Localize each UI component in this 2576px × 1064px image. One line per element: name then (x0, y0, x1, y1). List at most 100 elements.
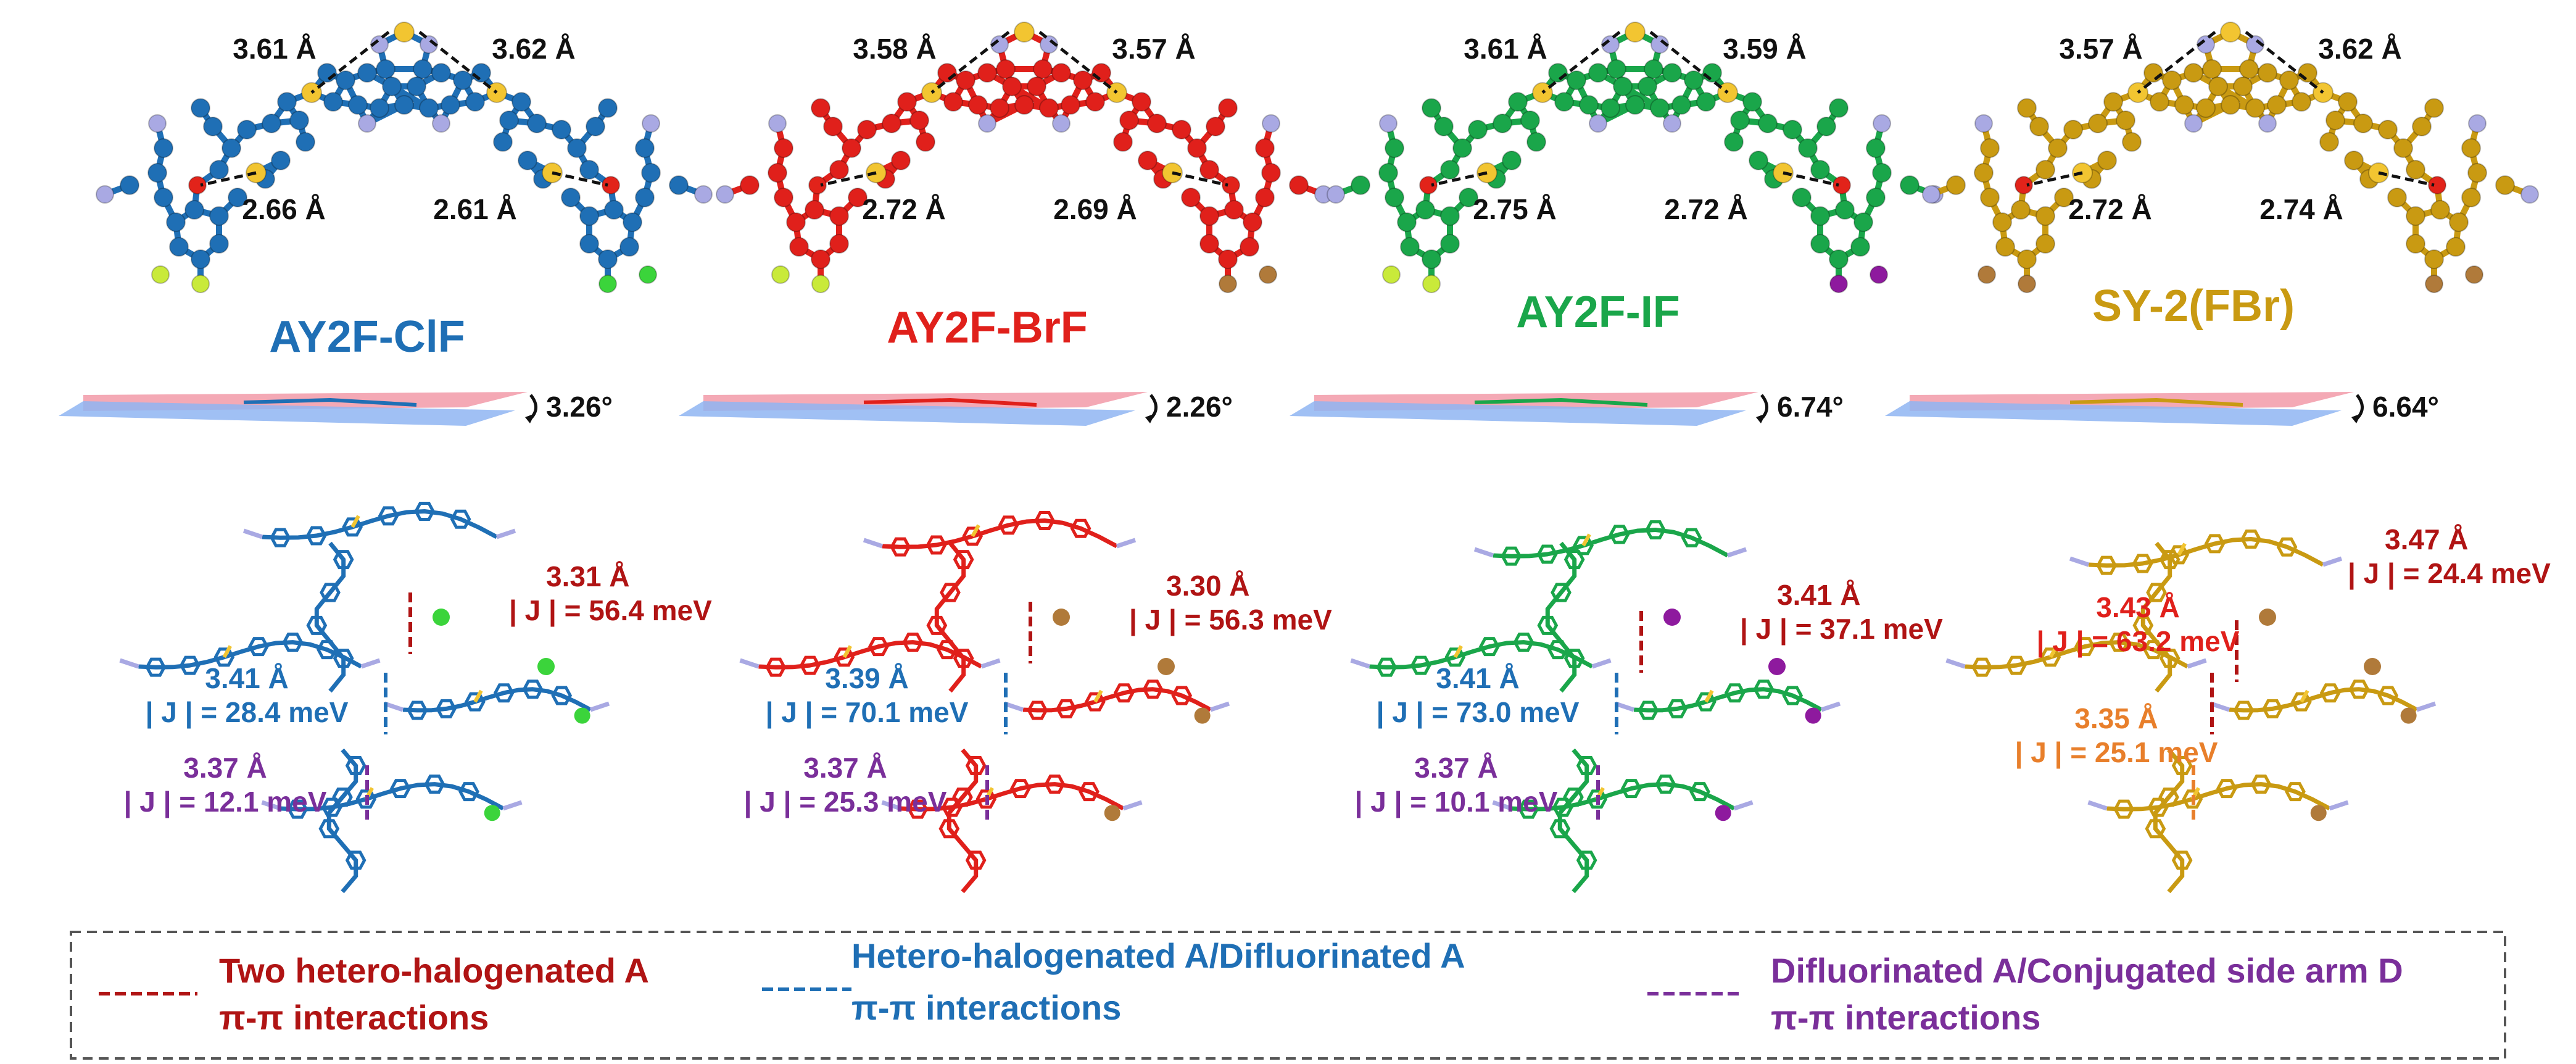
ring (998, 515, 1019, 535)
atom-c (1199, 160, 1219, 180)
ring (2377, 686, 2399, 705)
atom-c (1440, 206, 1460, 226)
atom-c (2029, 117, 2049, 136)
legend: Two hetero-halogenated A π-π interaction… (70, 931, 2506, 1060)
atom-c (1255, 188, 1275, 207)
cyano-end (1726, 547, 1747, 558)
s-o-distance-right: 2.61 Å (433, 193, 517, 225)
atom-c (882, 114, 901, 133)
packing-molecule-vertical-bottom (318, 748, 367, 894)
atom-c (1548, 63, 1568, 83)
packing-coupling-2: | J | = 73.0 meV (1377, 696, 1580, 728)
atom-c (1992, 212, 2012, 232)
atom-n (1262, 114, 1280, 133)
atom-c (805, 200, 824, 220)
packing-molecule-top (242, 501, 516, 547)
atom-c (1749, 151, 1768, 170)
atom-c (635, 188, 655, 207)
atom-c (990, 98, 1009, 118)
atom-c (465, 92, 485, 112)
plane-blue (1885, 401, 2342, 426)
atom-n (2520, 185, 2539, 204)
halogen-atom (537, 658, 555, 675)
ring (2233, 700, 2255, 720)
atom-c (2239, 59, 2259, 79)
ring (975, 789, 997, 809)
ring (1410, 655, 1431, 675)
atom-c (1400, 237, 1420, 257)
atom-c (1866, 188, 1886, 207)
packing-molecule-top (863, 510, 1137, 557)
s-s-contact-left (2137, 31, 2216, 94)
atom-c (191, 249, 210, 269)
packing-molecule-left (1945, 633, 2207, 677)
atom-n (1379, 114, 1398, 133)
atom-c (317, 63, 337, 83)
ring (465, 692, 486, 712)
atom-c (579, 234, 599, 254)
atom-c (1255, 138, 1275, 158)
atom-x1 (2018, 275, 2036, 293)
atom-c (1866, 138, 1886, 158)
ring (2348, 680, 2370, 699)
atom-c (407, 77, 426, 96)
ring (1537, 615, 1559, 635)
atom-c (1459, 188, 1478, 207)
packing-distance-1: 3.47 Å (2385, 523, 2469, 555)
packing-molecule-vertical-top (1537, 541, 1585, 693)
atom-c (2449, 212, 2469, 232)
ring (926, 535, 947, 555)
atom-c (493, 132, 513, 152)
atom-c (1218, 249, 1238, 269)
sulfur-stick (2300, 689, 2309, 703)
cyano-end (980, 658, 1001, 669)
atom-c (1783, 120, 1802, 139)
ring (2276, 537, 2298, 557)
s-s-contact-left (930, 31, 1010, 94)
atom-c (1758, 114, 1778, 133)
ring (145, 657, 167, 677)
ring (355, 789, 377, 809)
atom-c (209, 206, 229, 226)
packing-distance-3: 3.37 Å (803, 752, 887, 784)
halogen-atom (433, 609, 450, 626)
ring (1501, 546, 1522, 566)
atom-c (2467, 163, 2487, 183)
ring (1444, 647, 1466, 667)
packing-distance-1: 3.31 Å (546, 560, 630, 592)
cyano-end (589, 701, 610, 712)
atom-n (768, 114, 787, 133)
atom-c (909, 110, 929, 130)
atom-c (829, 234, 849, 254)
atom-c (1662, 63, 1682, 83)
dihedral-planes (679, 392, 1158, 426)
sulfur-stick (971, 524, 980, 538)
atom-c (2208, 77, 2228, 96)
cyano-end (739, 658, 760, 669)
atom-c (774, 188, 793, 207)
packing-coupling-3: | J | = 25.1 meV (2015, 736, 2218, 768)
atom-c (1434, 117, 1454, 136)
side-view-molecule (2069, 397, 2243, 407)
ring (1518, 799, 1539, 819)
atom-c (1415, 200, 1435, 220)
ring (952, 788, 973, 807)
ring (2319, 683, 2341, 703)
atom-c (2103, 92, 2123, 112)
packing-coupling-3: | J | = 12.1 meV (124, 786, 327, 818)
cyano-end (1116, 538, 1137, 549)
atom-c (1187, 138, 1207, 158)
cyano-end (1945, 658, 1966, 669)
ring (2291, 692, 2312, 712)
atom-c (1172, 120, 1191, 139)
atom-c (382, 77, 402, 96)
ring (248, 637, 269, 657)
plane-blue (59, 401, 515, 426)
ring (458, 782, 479, 802)
atom-n (2258, 114, 2277, 133)
halogen-atom (2400, 707, 2417, 724)
dihedral-angle: 3.26° (546, 391, 613, 423)
atom-c (1014, 95, 1034, 115)
